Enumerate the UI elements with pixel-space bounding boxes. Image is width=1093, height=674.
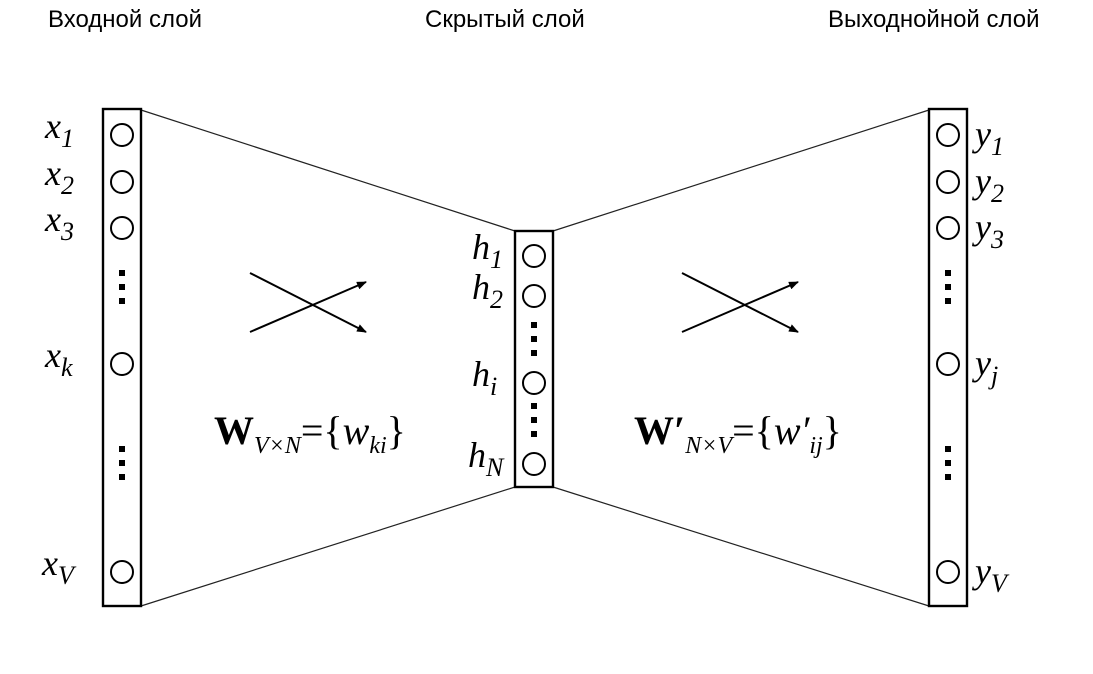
weights-hidden-output: W′N×V={w′ij} <box>634 408 842 459</box>
connection-line <box>140 486 516 607</box>
hidden-layer-box <box>513 229 555 489</box>
hidden-label: h2 <box>472 267 503 314</box>
input-neuron <box>110 123 134 147</box>
connection-line <box>140 109 516 232</box>
connection-line <box>552 486 930 607</box>
hidden-label: hi <box>472 354 497 401</box>
hidden-layer <box>513 229 555 489</box>
output-labels: y1 y2 y3 yj yV <box>972 114 1010 598</box>
ellipsis-icon <box>945 270 951 480</box>
output-neuron <box>936 170 960 194</box>
output-neuron <box>936 123 960 147</box>
layer-connections <box>140 109 930 607</box>
output-layer <box>927 107 969 608</box>
hidden-labels: h1 h2 hi hN <box>468 227 505 482</box>
input-labels: x1 x2 x3 xk xV <box>41 106 77 590</box>
output-label: y2 <box>972 161 1004 208</box>
output-neuron <box>936 560 960 584</box>
ellipsis-icon <box>531 322 537 437</box>
input-neuron <box>110 170 134 194</box>
output-label: yj <box>972 343 998 390</box>
input-neuron <box>110 216 134 240</box>
hidden-neuron <box>522 371 546 395</box>
weights-input-hidden: WV×N={wki} <box>214 408 406 459</box>
input-label: x1 <box>44 106 74 153</box>
input-layer-title: Входной слой <box>48 6 202 33</box>
output-layer-title: Выходнойной слой <box>828 6 1040 33</box>
input-label: x3 <box>44 199 74 246</box>
output-label: y3 <box>972 207 1004 254</box>
input-label: xk <box>44 335 73 382</box>
output-label: yV <box>972 551 1010 598</box>
input-layer <box>101 107 143 608</box>
ellipsis-icon <box>119 270 125 480</box>
cross-arrows-icon <box>681 272 799 333</box>
output-neuron <box>936 216 960 240</box>
hidden-neuron <box>522 244 546 268</box>
hidden-layer-title: Скрытый слой <box>425 6 585 33</box>
output-neuron <box>936 352 960 376</box>
output-label: y1 <box>972 114 1004 161</box>
hidden-label: hN <box>468 435 505 482</box>
hidden-neuron <box>522 284 546 308</box>
input-neuron <box>110 352 134 376</box>
input-label: xV <box>41 543 77 590</box>
hidden-label: h1 <box>472 227 503 274</box>
connection-line <box>552 109 930 232</box>
cross-arrows-icon <box>249 272 367 333</box>
input-neuron <box>110 560 134 584</box>
hidden-neuron <box>522 452 546 476</box>
input-label: x2 <box>44 153 74 200</box>
